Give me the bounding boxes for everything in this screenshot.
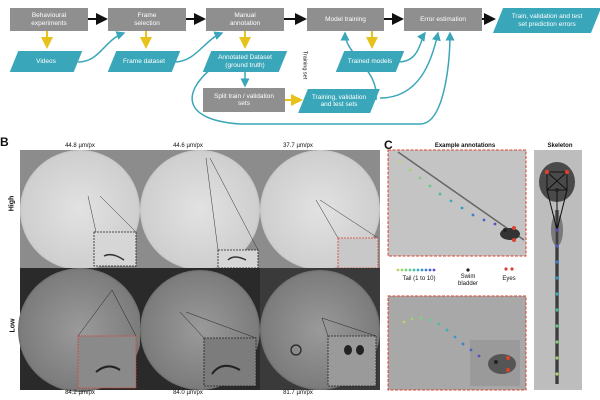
scale-bottom-2: 84.0 µm/px	[173, 390, 203, 396]
scale-bottom-3: 81.7 µm/px	[283, 390, 313, 396]
panel-c-letter: C	[384, 138, 393, 152]
legend-swim-label: Swim bladder	[457, 274, 478, 287]
box-manual-label: Manual annotation	[229, 12, 261, 27]
panel-b-letter: B	[0, 135, 9, 149]
image-high-1	[20, 150, 140, 270]
data-prediction-errors: Train, validation and test set predictio…	[492, 8, 600, 33]
box-error-label: Error estimation	[420, 15, 466, 23]
box-error-estimation: Error estimation	[404, 8, 482, 31]
box-split-label: Split train / validation sets	[214, 92, 274, 107]
data-frame-dataset-label: Frame dataset	[123, 57, 165, 65]
arrow-videos-to-frame	[77, 31, 126, 63]
box-split-sets: Split train / validation sets	[203, 88, 285, 112]
legend-swim-dot	[466, 268, 470, 272]
scale-bottom-1: 84.2 µm/px	[65, 390, 95, 396]
data-annotated-label: Annotated Dataset (ground truth)	[218, 54, 272, 69]
data-videos-label: Videos	[36, 57, 56, 65]
scale-top-3: 37.7 µm/px	[283, 143, 313, 149]
legend-tail-label: Tail (1 to 10)	[402, 276, 436, 282]
box-behavioural-experiments: Behavioural experiments	[10, 8, 88, 31]
title-skeleton: Skeleton	[547, 143, 573, 149]
arrow-sets-to-error	[379, 31, 441, 99]
data-train-val-test-sets: Training, validation and test sets	[298, 89, 380, 113]
image-low-2	[140, 268, 260, 390]
skeleton-image	[534, 150, 582, 390]
box-manual-annotation: Manual annotation	[206, 8, 284, 31]
annotation-example-2	[387, 295, 527, 391]
legend-eye-dot-2	[510, 267, 514, 271]
box-frame-label: Frame selection	[134, 12, 160, 27]
box-frame-selection: Frame selection	[108, 8, 186, 31]
image-low-3	[260, 268, 380, 390]
legend-eye-dot-1	[504, 267, 508, 271]
data-trained-models: Trained models	[335, 51, 405, 72]
scale-top-2: 44.6 µm/px	[173, 143, 203, 149]
box-behavioural-label: Behavioural experiments	[31, 12, 67, 27]
box-training-label: Model training	[325, 15, 366, 23]
legend-eyes-label: Eyes	[502, 276, 516, 282]
image-high-2	[140, 150, 260, 270]
arrow-models-to-error	[397, 31, 426, 63]
scale-top-1: 44.8 µm/px	[65, 143, 95, 149]
data-errors-label: Train, validation and test set predictio…	[511, 13, 583, 28]
image-low-1	[18, 268, 142, 392]
legend-tail-dots	[396, 268, 436, 272]
data-videos: Videos	[9, 51, 83, 72]
image-high-3	[260, 150, 380, 270]
title-example-annotations: Example annotations	[434, 143, 496, 149]
annotation-example-1	[387, 149, 527, 257]
data-annotated-dataset: Annotated Dataset (ground truth)	[202, 51, 288, 72]
arrow-annotated-to-error	[191, 31, 455, 125]
box-model-training: Model training	[307, 8, 384, 31]
data-frame-dataset: Frame dataset	[107, 51, 181, 72]
data-models-label: Trained models	[347, 57, 393, 65]
data-sets-label: Training, validation and test sets	[311, 93, 367, 108]
arrow-dataset-to-manual	[173, 31, 224, 63]
